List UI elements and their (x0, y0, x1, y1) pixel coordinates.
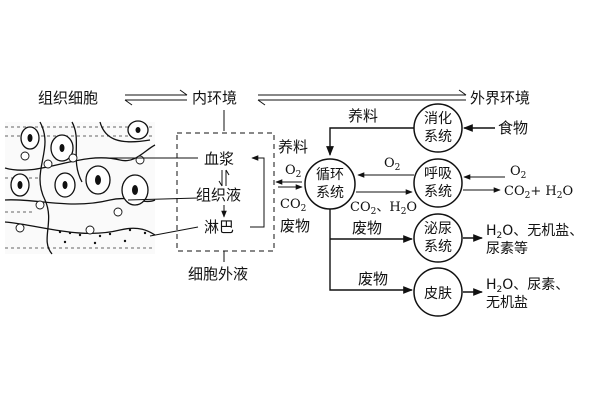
respiratory-system-node (413, 158, 463, 208)
label-o2-mid: O2 (384, 156, 400, 173)
label-waste-urinary: 废物 (352, 219, 382, 237)
label-waste-skin: 废物 (358, 270, 388, 288)
skin-node (413, 267, 463, 317)
arrow-lymph-to-plasma (250, 155, 265, 228)
label-urinary-line1: 泌尿 (424, 221, 452, 237)
digestive-system-node (413, 103, 463, 153)
exchange-arrow-internal-external (257, 89, 467, 106)
extracellular-fluid-box (176, 132, 275, 252)
label-respiratory-line2: 系统 (424, 184, 452, 200)
label-sweat-line2: 无机盐 (486, 295, 528, 311)
label-plasma: 血浆 (204, 150, 234, 168)
pointer-to-interstitial (127, 197, 199, 201)
label-co2-left: CO2 (280, 197, 306, 214)
label-digestive-line1: 消化 (424, 111, 452, 127)
label-sweat-line1: H2O、尿素、 (486, 277, 569, 295)
label-co2-h2o-out: CO2+ H2O (504, 184, 573, 201)
label-nutrients-top: 养料 (348, 107, 378, 125)
label-interstitial-fluid: 组织液 (196, 186, 241, 204)
label-urine-line1: H2O、无机盐、 (486, 223, 583, 241)
pointer-to-lymph (149, 226, 199, 237)
label-o2-right: O2 (510, 164, 526, 181)
exchange-arrow-cells-internal (124, 89, 188, 106)
tissue-illustration (4, 120, 199, 255)
label-food: 食物 (498, 119, 528, 137)
urinary-system-node (413, 213, 463, 263)
label-external-environment: 外界环境 (470, 89, 530, 107)
label-circulatory-line1: 循环 (316, 167, 344, 183)
label-o2-left: O2 (285, 163, 301, 180)
label-waste-left: 废物 (280, 217, 310, 235)
exchange-arrow-plasma-interstitial (218, 169, 230, 187)
label-digestive-line2: 系统 (424, 129, 452, 145)
label-lymph: 淋巴 (204, 218, 234, 236)
label-urine-line2: 尿素等 (486, 240, 528, 257)
arrow-digestive-to-circulatory (326, 127, 414, 156)
label-respiratory-line1: 呼吸 (424, 166, 452, 182)
label-co2-h2o-mid: CO2、H2O (350, 200, 417, 217)
label-circulatory-line2: 系统 (316, 185, 344, 201)
label-internal-environment: 内环境 (192, 89, 237, 107)
arrow-circulatory-to-skin (329, 209, 413, 294)
label-extracellular-fluid: 细胞外液 (188, 265, 248, 283)
label-nutrients-left: 养料 (278, 138, 308, 156)
label-tissue-cells: 组织细胞 (38, 89, 98, 107)
label-skin: 皮肤 (424, 286, 452, 302)
label-urinary-line2: 系统 (424, 239, 452, 255)
